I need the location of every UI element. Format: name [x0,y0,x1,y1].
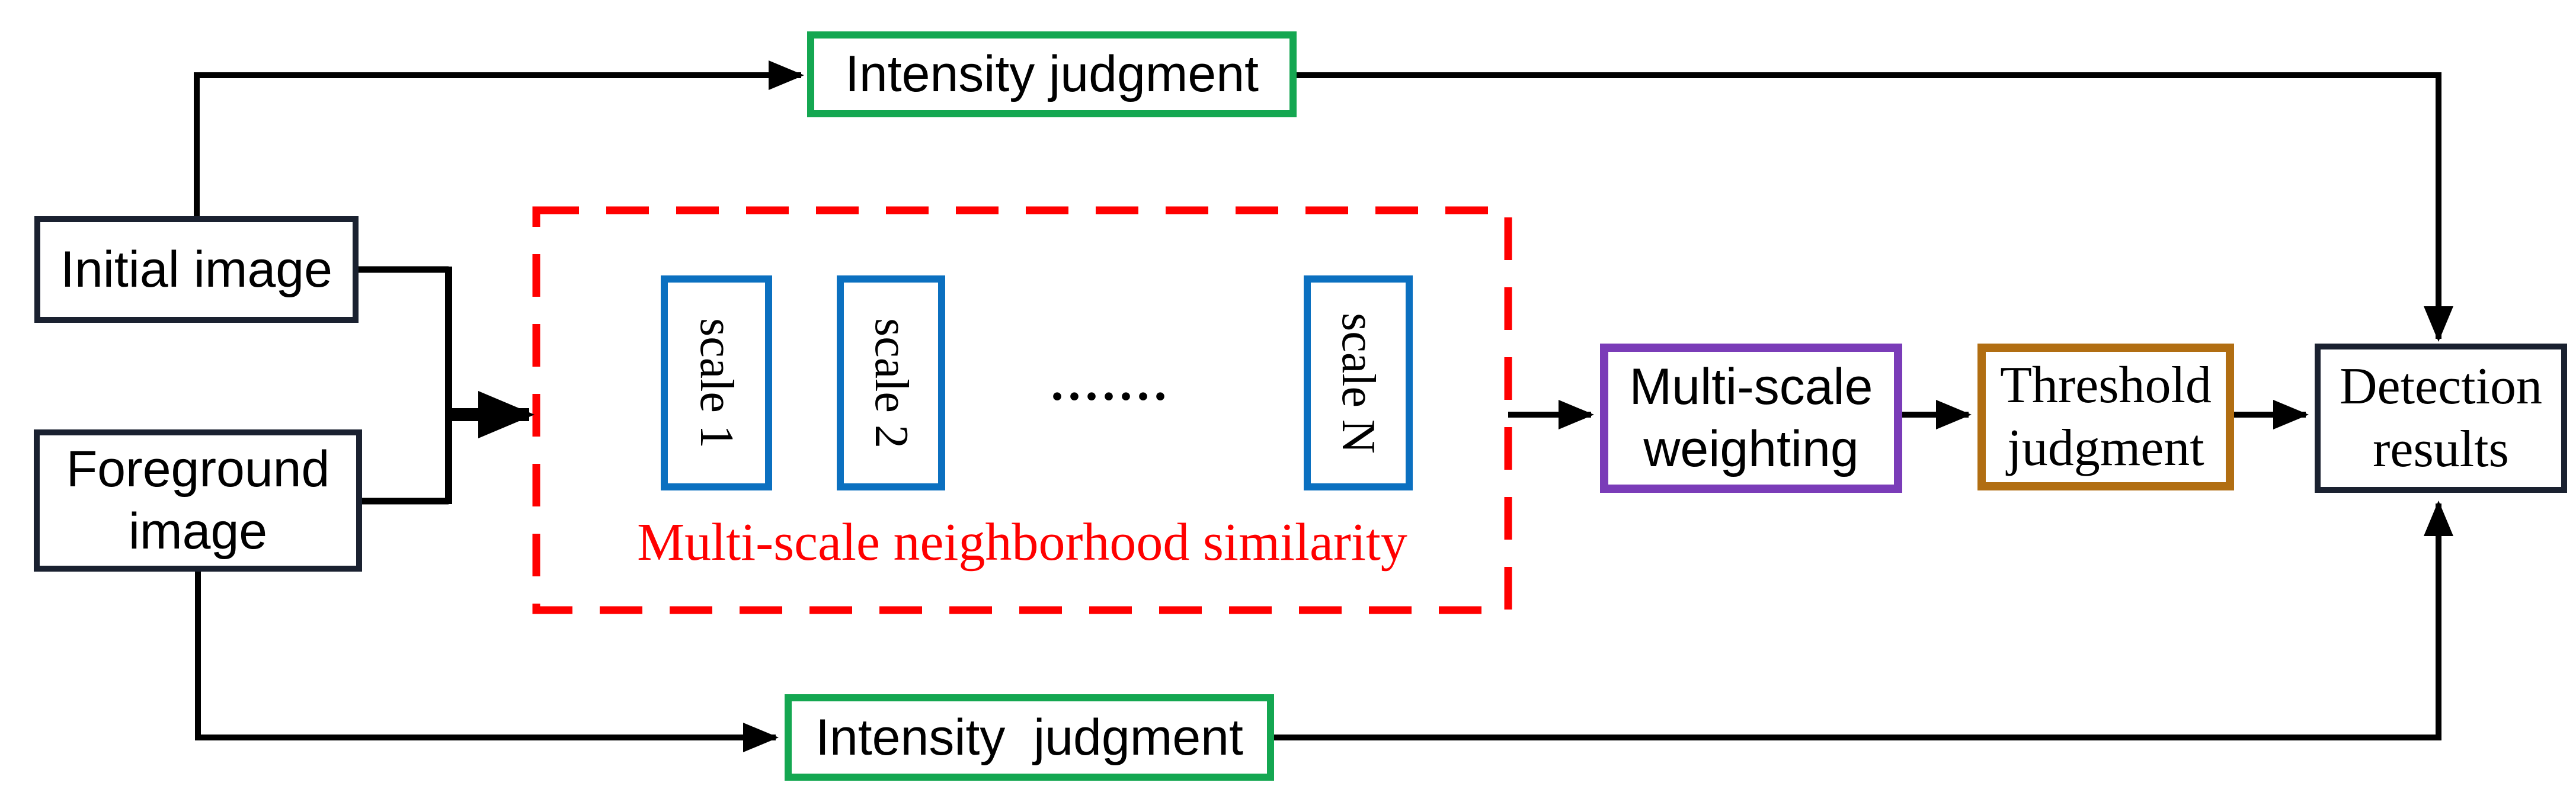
scale-n-node: scale N [1304,275,1413,490]
initial-image-label: Initial image [60,240,332,298]
scale-ellipsis-text: ....... [1051,355,1172,411]
detection-results-node: Detection results [2315,344,2567,493]
multi-scale-weighting-node: Multi-scale weighting [1600,344,1902,493]
multi-scale-weighting-label: Multi-scale weighting [1629,358,1873,477]
threshold-judgment-node: Threshold judgment [1977,344,2234,490]
scale-ellipsis: ....... [1037,351,1185,416]
edge-foreground-to-intensity-bottom [195,572,779,752]
scale-1-node: scale 1 [661,275,772,490]
edge-initial-to-intensity-top [194,60,804,216]
scale-2-label: scale 2 [865,317,917,448]
foreground-image-label: Foreground image [66,441,330,560]
edge-intensity-top-to-detection [1297,72,2453,342]
similarity-group-border [532,206,1512,614]
initial-image-node: Initial image [34,216,359,323]
scale-2-node: scale 2 [837,275,945,490]
intensity-judgment-top-node: Intensity judgment [807,31,1297,117]
intensity-judgment-bottom-node: Intensity judgment [785,694,1274,781]
similarity-group-label: Multi-scale neighborhood similarity [637,513,1407,572]
foreground-image-node: Foreground image [34,429,362,572]
intensity-judgment-bottom-label: Intensity judgment [815,708,1243,766]
threshold-judgment-label: Threshold judgment [2000,357,2212,477]
detection-results-label: Detection results [2339,358,2543,478]
scale-n-label: scale N [1332,312,1384,454]
scale-1-label: scale 1 [690,317,743,448]
intensity-judgment-top-label: Intensity judgment [845,46,1259,103]
edge-intensity-bottom-to-detection [1274,501,2453,740]
